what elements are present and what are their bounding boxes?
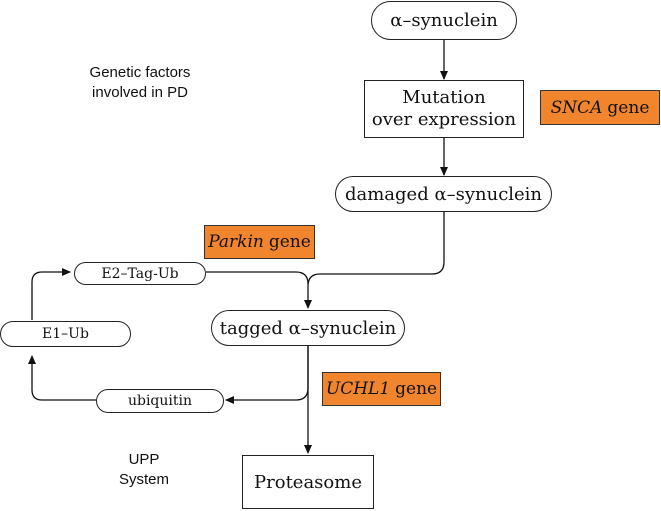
gene-parkin-name: Parkin <box>208 232 264 252</box>
node-alpha-synuclein-label: α–synuclein <box>390 10 498 31</box>
node-alpha-synuclein[interactable]: α–synuclein <box>371 1 517 40</box>
title-line-2: involved in PD <box>92 84 188 101</box>
node-mutation-line-2: over expression <box>371 109 517 130</box>
node-proteasome[interactable]: Proteasome <box>242 455 374 509</box>
gene-parkin[interactable]: Parkin gene <box>204 225 315 259</box>
gene-uchl1-suffix: gene <box>395 379 438 399</box>
edge-damaged-to-tagged <box>304 212 445 309</box>
node-e1-ub-label: E1–Ub <box>42 326 89 342</box>
gene-uchl1-name: UCHL1 <box>325 379 391 399</box>
gene-snca-name: SNCA <box>550 97 603 118</box>
node-damaged-label: damaged α–synuclein <box>344 183 543 205</box>
edge-tagged-to-ubiquitin <box>225 345 309 404</box>
node-ubiquitin-label: ubiquitin <box>127 393 193 409</box>
edge-ubiquitin-to-e1 <box>28 355 96 401</box>
gene-parkin-suffix: gene <box>268 232 311 252</box>
node-ubiquitin[interactable]: ubiquitin <box>96 389 224 413</box>
system-line-1: UPP <box>128 451 160 468</box>
upp-system-label: UPP System <box>100 450 188 490</box>
gene-snca-suffix: gene <box>607 97 650 118</box>
node-mutation-line-1: Mutation <box>402 87 486 108</box>
edge-e1-to-e2 <box>31 268 71 320</box>
node-e2-tag-ub[interactable]: E2–Tag-Ub <box>74 262 206 285</box>
diagram-title: Genetic factors involved in PD <box>70 63 210 103</box>
node-mutation[interactable]: Mutation over expression <box>364 80 524 138</box>
node-damaged-alpha-synuclein[interactable]: damaged α–synuclein <box>335 176 552 212</box>
node-tagged-alpha-synuclein[interactable]: tagged α–synuclein <box>211 310 405 346</box>
node-e1-ub[interactable]: E1–Ub <box>0 321 131 347</box>
node-proteasome-label: Proteasome <box>254 471 362 493</box>
node-e2-tag-ub-label: E2–Tag-Ub <box>101 265 179 282</box>
gene-uchl1[interactable]: UCHL1 gene <box>322 372 441 406</box>
edge-e2-to-tagged <box>206 271 309 285</box>
node-tagged-label: tagged α–synuclein <box>219 317 397 339</box>
system-line-2: System <box>118 471 169 488</box>
gene-snca[interactable]: SNCA gene <box>540 90 660 125</box>
title-line-1: Genetic factors <box>89 64 191 81</box>
